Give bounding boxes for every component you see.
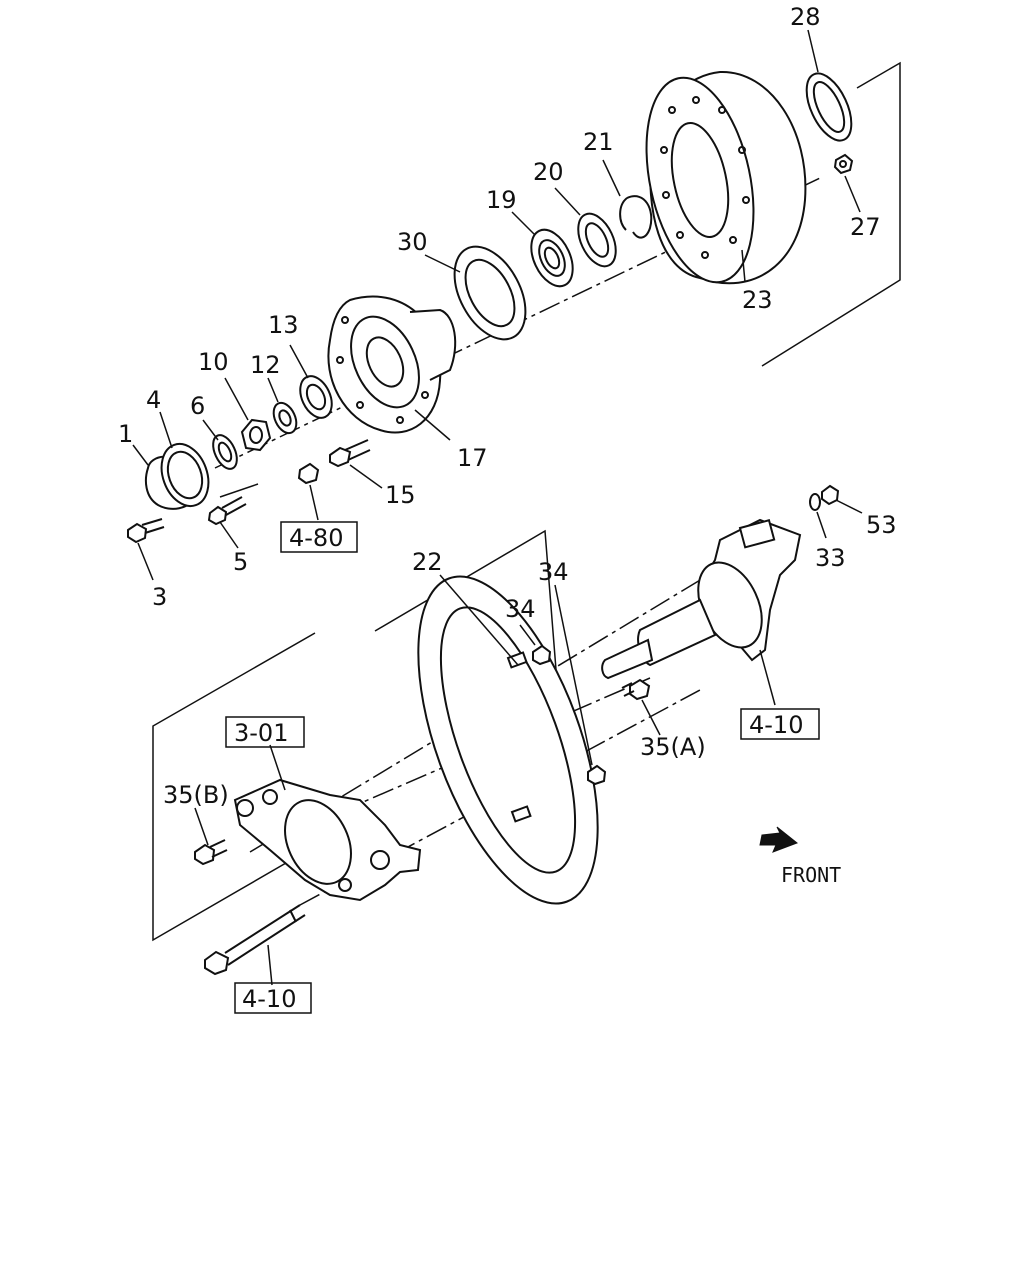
bolt-part-35b bbox=[194, 839, 228, 866]
hub-assembly-bracket bbox=[761, 61, 901, 367]
stud-centerline bbox=[339, 677, 651, 813]
callout-22: 22 bbox=[412, 548, 443, 576]
bearing-part-20 bbox=[577, 212, 617, 268]
left-assembly-bracket bbox=[152, 632, 316, 942]
callout-10: 10 bbox=[198, 348, 229, 376]
callout-35b: 35(B) bbox=[163, 781, 229, 809]
callout-13: 13 bbox=[268, 311, 299, 339]
reference-label-4-10-lower: 4-10 bbox=[242, 985, 296, 1013]
reference-label-4-10-right: 4-10 bbox=[749, 711, 803, 739]
reference-label-4-80: 4-80 bbox=[289, 524, 343, 552]
stud-nut-small bbox=[297, 462, 320, 485]
steering-knuckle bbox=[601, 518, 802, 680]
callout-5: 5 bbox=[233, 548, 248, 576]
callout-3: 3 bbox=[152, 583, 167, 611]
nut-part-10 bbox=[240, 418, 272, 452]
nut-part-34-upper bbox=[532, 644, 552, 666]
reference-box-3-01[interactable] bbox=[225, 716, 305, 748]
backing-plate-part-22 bbox=[417, 575, 599, 905]
callout-53: 53 bbox=[866, 511, 897, 539]
long-bolt bbox=[204, 904, 306, 976]
bolt-part-3 bbox=[127, 518, 165, 544]
stud-part-15 bbox=[329, 439, 371, 468]
callout-6: 6 bbox=[190, 392, 205, 420]
snap-ring-part-21 bbox=[619, 195, 653, 239]
bolt-part-5 bbox=[207, 496, 247, 526]
washer-part-12 bbox=[272, 401, 298, 435]
callout-20: 20 bbox=[533, 158, 564, 186]
seal-part-28 bbox=[805, 72, 853, 142]
hub-part-17 bbox=[327, 295, 457, 434]
callout-30: 30 bbox=[397, 228, 428, 256]
front-label: FRONT bbox=[781, 863, 841, 887]
tone-wheel-part-30 bbox=[453, 245, 527, 341]
reference-box-4-10-lower[interactable] bbox=[234, 982, 312, 1014]
bolt-part-35a bbox=[621, 678, 651, 701]
washer-part-33 bbox=[809, 493, 821, 511]
front-arrow-icon bbox=[759, 826, 798, 853]
bearing-part-13 bbox=[299, 375, 333, 419]
anchor-bracket bbox=[233, 778, 422, 902]
reference-box-4-80[interactable] bbox=[280, 521, 358, 553]
nut-part-53 bbox=[821, 484, 840, 506]
callout-12: 12 bbox=[250, 351, 281, 379]
callout-19: 19 bbox=[486, 186, 517, 214]
callout-35a: 35(A) bbox=[640, 733, 706, 761]
hub-cap-part-1 bbox=[144, 443, 210, 510]
nut-part-27 bbox=[833, 153, 854, 175]
callout-33: 33 bbox=[815, 544, 846, 572]
nut-part-34-lower bbox=[587, 764, 607, 786]
callout-17: 17 bbox=[457, 444, 488, 472]
callout-28: 28 bbox=[790, 3, 821, 31]
reference-box-4-10-right[interactable] bbox=[740, 708, 820, 740]
callout-27: 27 bbox=[850, 213, 881, 241]
callout-15: 15 bbox=[385, 481, 416, 509]
callout-4: 4 bbox=[146, 386, 161, 414]
bearing-part-19 bbox=[530, 228, 574, 288]
callout-34-lower: 34 bbox=[505, 595, 536, 623]
brake-drum-part-23 bbox=[645, 70, 807, 285]
callout-34-upper: 34 bbox=[538, 558, 569, 586]
callout-21: 21 bbox=[583, 128, 614, 156]
callout-23: 23 bbox=[742, 286, 773, 314]
reference-label-3-01: 3-01 bbox=[234, 719, 288, 747]
callout-1: 1 bbox=[118, 420, 133, 448]
bearing-part-6 bbox=[212, 434, 238, 470]
